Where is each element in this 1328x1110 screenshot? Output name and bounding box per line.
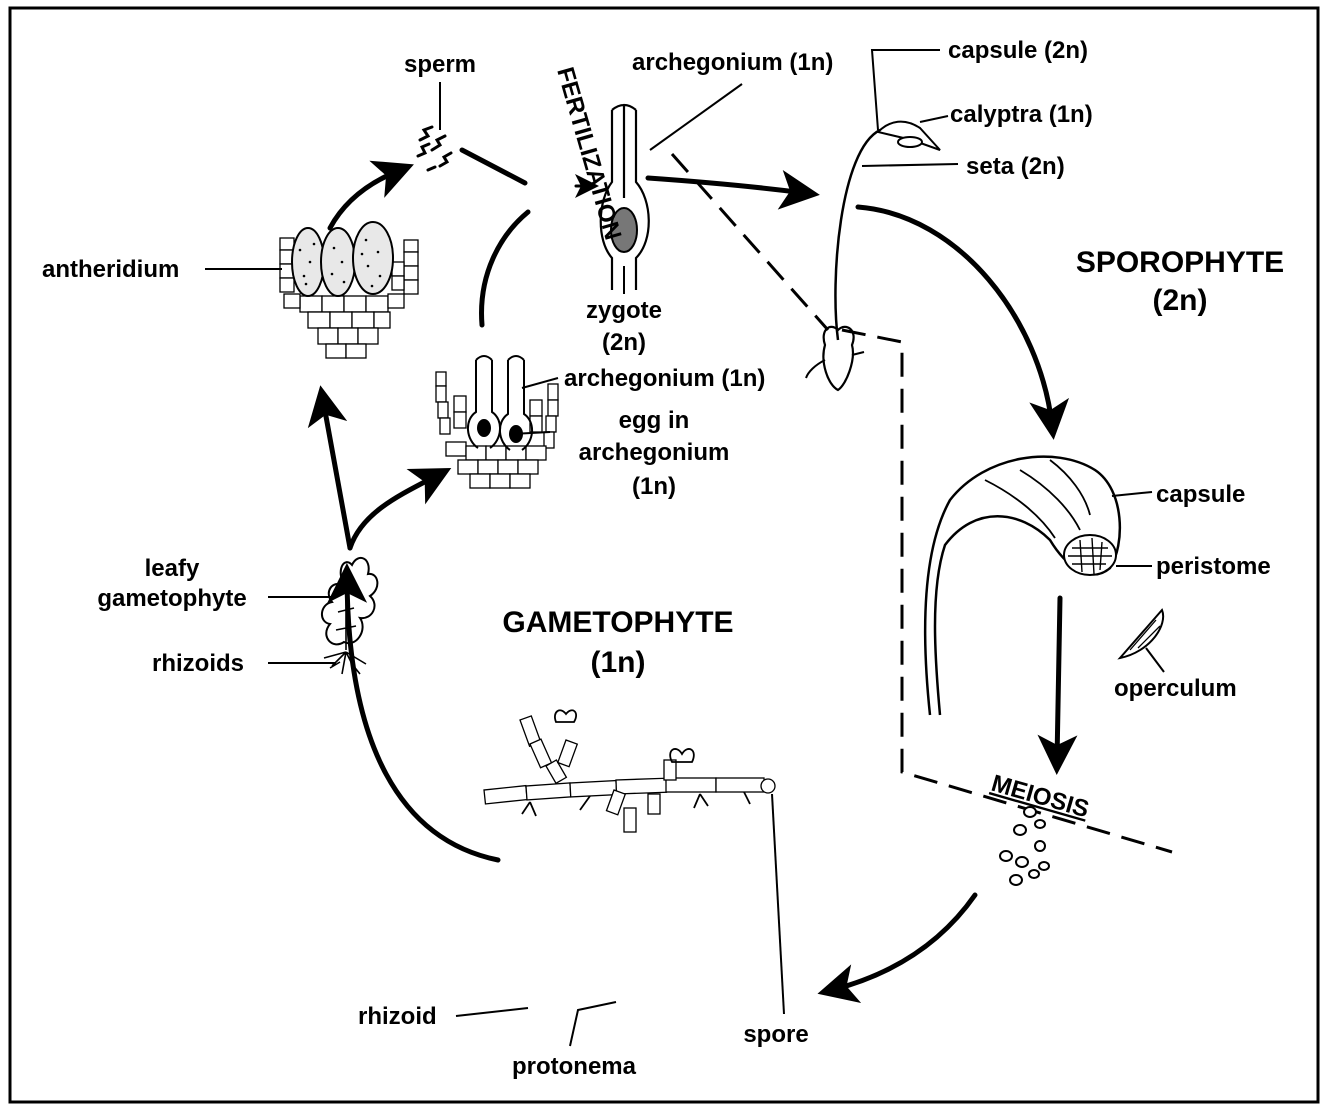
- label-seta: seta (2n): [966, 153, 1065, 180]
- label-zygote-ploidy: (2n): [602, 329, 646, 356]
- label-gametophyte-small: gametophyte: [97, 585, 246, 612]
- label-sperm: sperm: [404, 51, 476, 78]
- arrow-archegonium-to-sporophyte: [648, 178, 805, 193]
- label-antheridium: antheridium: [42, 256, 179, 283]
- label-calyptra: calyptra (1n): [950, 101, 1093, 128]
- label-gametophyte-big: GAMETOPHYTE: [502, 606, 733, 639]
- archegonium-cluster-drawing: [436, 356, 558, 488]
- label-egg-in: egg in: [619, 407, 690, 434]
- arrow-sperm-to-fertilization: [462, 150, 525, 183]
- figure-border: [10, 8, 1318, 1102]
- label-egg-ploidy: (1n): [632, 473, 676, 500]
- label-archegonium-mid: archegonium (1n): [564, 365, 765, 392]
- sperm-drawing: [418, 127, 451, 170]
- arrow-antheridium-to-sperm: [330, 170, 400, 228]
- label-fertilization: FERTILIZATION: [551, 64, 626, 243]
- label-peristome: peristome: [1156, 553, 1271, 580]
- label-egg-archegonium: archegonium: [579, 439, 730, 466]
- label-meiosis: MEIOSIS: [988, 770, 1092, 824]
- label-sporophyte: SPOROPHYTE: [1076, 246, 1284, 279]
- arrow-archegonium-to-fertilization: [482, 212, 528, 325]
- spores-drawing: [1000, 807, 1049, 885]
- label-capsule: capsule: [1156, 481, 1245, 508]
- arrow-gametophyte-to-antheridium: [323, 400, 350, 548]
- antheridium-drawing: [280, 222, 418, 358]
- protonema-drawing: [484, 716, 775, 832]
- label-leafy: leafy: [145, 555, 200, 582]
- operculum-drawing: [1120, 610, 1163, 658]
- label-archegonium-top: archegonium (1n): [632, 49, 833, 76]
- arrow-spores-to-protonema: [832, 895, 975, 990]
- label-zygote: zygote: [586, 297, 662, 324]
- label-spore: spore: [743, 1021, 808, 1048]
- cycle-arrows: [323, 150, 1060, 990]
- arrow-sporophyte-to-capsule: [858, 207, 1052, 425]
- label-sporophyte-ploidy: (2n): [1153, 284, 1208, 317]
- arrow-capsule-to-meiosis: [1057, 598, 1060, 760]
- label-protonema: protonema: [512, 1053, 637, 1080]
- arrow-protonema-to-gametophyte: [347, 578, 498, 860]
- label-gametophyte-ploidy: (1n): [591, 646, 646, 679]
- label-capsule-2n: capsule (2n): [948, 37, 1088, 64]
- label-operculum: operculum: [1114, 675, 1237, 702]
- arrow-gametophyte-to-archegonium: [350, 475, 438, 548]
- label-rhizoids: rhizoids: [152, 650, 244, 677]
- label-rhizoid: rhizoid: [358, 1003, 437, 1030]
- sporophyte-drawing: [806, 122, 940, 390]
